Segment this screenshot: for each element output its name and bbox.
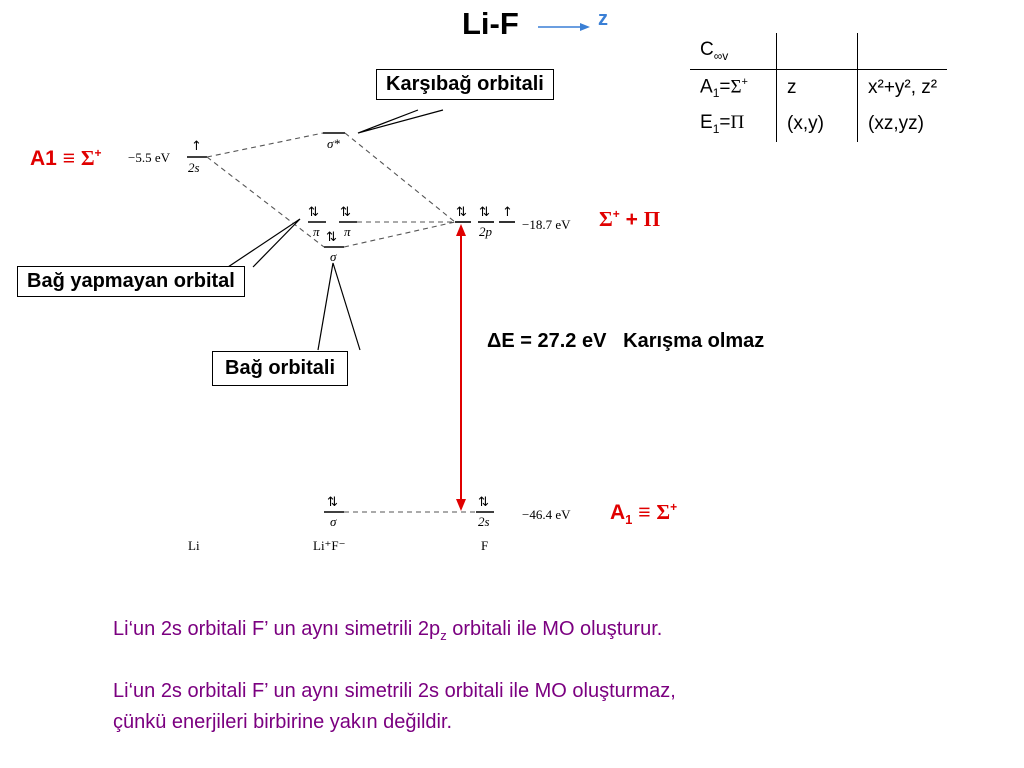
group-cell: C∞v bbox=[690, 33, 777, 70]
electron-up-arrow: ↑ bbox=[502, 205, 513, 220]
li-2s-label: 2s bbox=[188, 160, 200, 175]
linear-cell: z bbox=[776, 69, 858, 106]
electron-pair-arrow: ⇅ bbox=[456, 205, 467, 220]
correlation-lines bbox=[206, 132, 476, 513]
z-axis-label: z bbox=[598, 8, 608, 30]
delta-e-arrowhead-top bbox=[456, 224, 466, 236]
pi-label-2: π bbox=[344, 224, 351, 239]
character-table: C∞v A1=Σ+ z x²+y², z² E1=Π (x,y) (xz,yz) bbox=[690, 33, 948, 142]
species-f: F bbox=[481, 538, 489, 553]
z-axis-arrowhead bbox=[580, 23, 590, 31]
linear-cell: (x,y) bbox=[776, 106, 858, 142]
electron-pair-arrow: ⇅ bbox=[326, 230, 337, 245]
species-li: Li bbox=[188, 538, 200, 553]
irrep-cell: A1=Σ+ bbox=[690, 69, 777, 106]
f-2p-label: 2p bbox=[479, 224, 492, 239]
sigma-star-label: σ* bbox=[327, 136, 340, 151]
irrep-cell: E1=Π bbox=[690, 106, 777, 142]
bonding-pointer bbox=[317, 262, 361, 351]
nonbonding-callout: Bağ yapmayan orbital bbox=[17, 266, 245, 297]
character-table-header: C∞v bbox=[690, 33, 948, 70]
nonbonding-pointer bbox=[227, 218, 301, 268]
bonding-callout: Bağ orbitali bbox=[212, 351, 349, 386]
f-2s-symmetry-label: A1 ≡ Σ+ bbox=[610, 500, 678, 528]
sigma-low-label: σ bbox=[330, 514, 337, 529]
li-2s-energy: −5.5 eV bbox=[128, 150, 170, 165]
f-2s-energy: −46.4 eV bbox=[522, 507, 571, 522]
species-lif: Li⁺F⁻ bbox=[313, 538, 346, 553]
antibonding-pointer bbox=[357, 109, 444, 134]
note-line-2: Li‘un 2s orbitali F’ un aynı simetrili 2… bbox=[113, 680, 676, 702]
electron-pair-arrow: ⇅ bbox=[479, 205, 490, 220]
page-title: Li-F bbox=[462, 6, 519, 41]
delta-e-arrowhead-bottom bbox=[456, 499, 466, 511]
character-table-row: A1=Σ+ z x²+y², z² bbox=[690, 69, 947, 106]
f-2s-label: 2s bbox=[478, 514, 490, 529]
electron-pair-arrow: ⇅ bbox=[478, 495, 489, 510]
electron-pair-arrow: ⇅ bbox=[340, 205, 351, 220]
antibonding-callout: Karşıbağ orbitali bbox=[376, 69, 554, 100]
electron-pair-arrow: ⇅ bbox=[308, 205, 319, 220]
quadratic-cell: x²+y², z² bbox=[868, 77, 938, 98]
f-2p-energy: −18.7 eV bbox=[522, 217, 571, 232]
note-line-3: çünkü enerjileri birbirine yakın değildi… bbox=[113, 711, 453, 733]
character-table-row: E1=Π (x,y) (xz,yz) bbox=[690, 106, 947, 142]
note-line-1: Li‘un 2s orbitali F’ un aynı simetrili 2… bbox=[113, 618, 663, 643]
quadratic-cell: (xz,yz) bbox=[868, 113, 924, 134]
note-paragraph-2: Li‘un 2s orbitali F’ un aynı simetrili 2… bbox=[113, 676, 676, 738]
sigma-label: σ bbox=[330, 249, 337, 264]
electron-up-arrow: ↑ bbox=[191, 139, 202, 154]
pi-label-1: π bbox=[313, 224, 320, 239]
electron-pair-arrow: ⇅ bbox=[327, 495, 338, 510]
li-2s-symmetry-label: A1 ≡ Σ+ bbox=[30, 146, 102, 170]
f-2p-symmetry-label: Σ+ + Π bbox=[599, 207, 661, 231]
delta-e-label: ΔE = 27.2 eV Karışma olmaz bbox=[487, 330, 765, 352]
